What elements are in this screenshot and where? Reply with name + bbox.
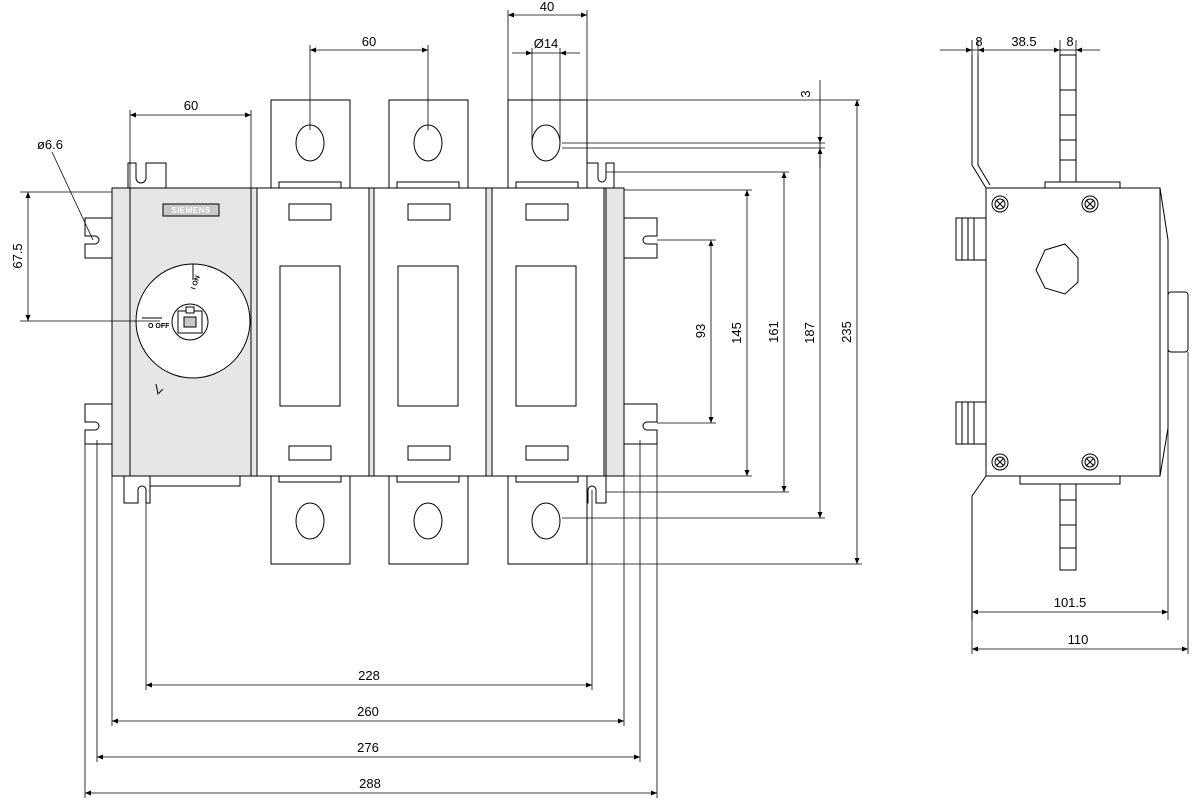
brand-logo: SIEMENS xyxy=(171,206,211,215)
shaft-opening xyxy=(1035,243,1079,295)
svg-text:145: 145 xyxy=(729,322,744,344)
svg-text:93: 93 xyxy=(693,324,708,338)
svg-text:38.5: 38.5 xyxy=(1011,34,1036,49)
dim-mount-hole: ø6.6 xyxy=(37,137,94,241)
dim-offset-3: 3 xyxy=(562,80,860,168)
dim-93: 93 xyxy=(657,239,716,424)
pole-2 xyxy=(373,99,487,565)
screw-icon xyxy=(991,195,1009,213)
dim-101-5: 101.5 xyxy=(972,428,1169,620)
dim-260: 260 xyxy=(111,476,625,726)
side-terminal-top xyxy=(1059,54,1077,186)
dim-handle-width: 60 xyxy=(129,98,252,188)
din-clip-bottom xyxy=(955,401,987,445)
side-terminal-bottom xyxy=(1059,477,1077,571)
svg-text:161: 161 xyxy=(766,321,781,343)
left-mounting-ear-top xyxy=(84,217,113,259)
right-mounting-ear-top xyxy=(623,217,658,259)
svg-text:187: 187 xyxy=(802,322,817,344)
svg-text:110: 110 xyxy=(1068,632,1089,647)
right-mounting-ear-bottom xyxy=(623,403,658,445)
din-clip-top xyxy=(955,217,987,261)
svg-text:276: 276 xyxy=(357,740,379,755)
dim-handle-height: 67.5 xyxy=(10,191,160,322)
dim-pole-pitch: 60 xyxy=(309,34,429,130)
dim-228: 228 xyxy=(145,490,593,690)
side-housing xyxy=(985,187,1169,477)
handle-shaft xyxy=(1167,291,1189,353)
svg-text:ø6.6: ø6.6 xyxy=(37,137,63,152)
dim-terminal-width: 40 xyxy=(507,0,588,100)
dim-hole-diameter: Ø14 xyxy=(512,36,580,143)
dim-145: 145 xyxy=(624,189,752,477)
dim-161: 161 xyxy=(606,171,789,493)
screw-icon xyxy=(1081,453,1099,471)
svg-text:8: 8 xyxy=(975,34,982,49)
dim-110: 110 xyxy=(971,352,1189,654)
screw-icon xyxy=(991,453,1009,471)
svg-text:260: 260 xyxy=(357,704,379,719)
svg-text:228: 228 xyxy=(358,668,380,683)
svg-text:235: 235 xyxy=(839,321,854,343)
left-mounting-ear-bottom xyxy=(84,403,113,445)
svg-text:40: 40 xyxy=(540,0,554,14)
dim-276: 276 xyxy=(96,440,641,762)
svg-text:288: 288 xyxy=(359,776,381,791)
pole-3 xyxy=(491,99,605,565)
svg-text:60: 60 xyxy=(362,34,376,49)
svg-text:Ø14: Ø14 xyxy=(534,36,559,51)
svg-text:101.5: 101.5 xyxy=(1054,595,1087,610)
dim-187: 187 xyxy=(562,148,825,519)
svg-text:60: 60 xyxy=(184,98,198,113)
front-view: SIEMENS I ON O OFF xyxy=(10,0,862,798)
off-label: O OFF xyxy=(148,323,170,330)
on-label: I ON xyxy=(190,275,201,291)
dim-side-top: 8 38.5 8 xyxy=(940,34,1100,60)
side-view: 8 38.5 8 101.5 110 xyxy=(940,34,1189,654)
dim-235: 235 xyxy=(587,100,862,565)
pole-1 xyxy=(256,99,370,565)
svg-text:67.5: 67.5 xyxy=(10,243,25,268)
svg-text:3: 3 xyxy=(798,90,813,97)
screw-icon xyxy=(1081,195,1099,213)
svg-text:8: 8 xyxy=(1066,34,1073,49)
brand-plate xyxy=(162,203,220,217)
dim-288: 288 xyxy=(84,430,658,798)
